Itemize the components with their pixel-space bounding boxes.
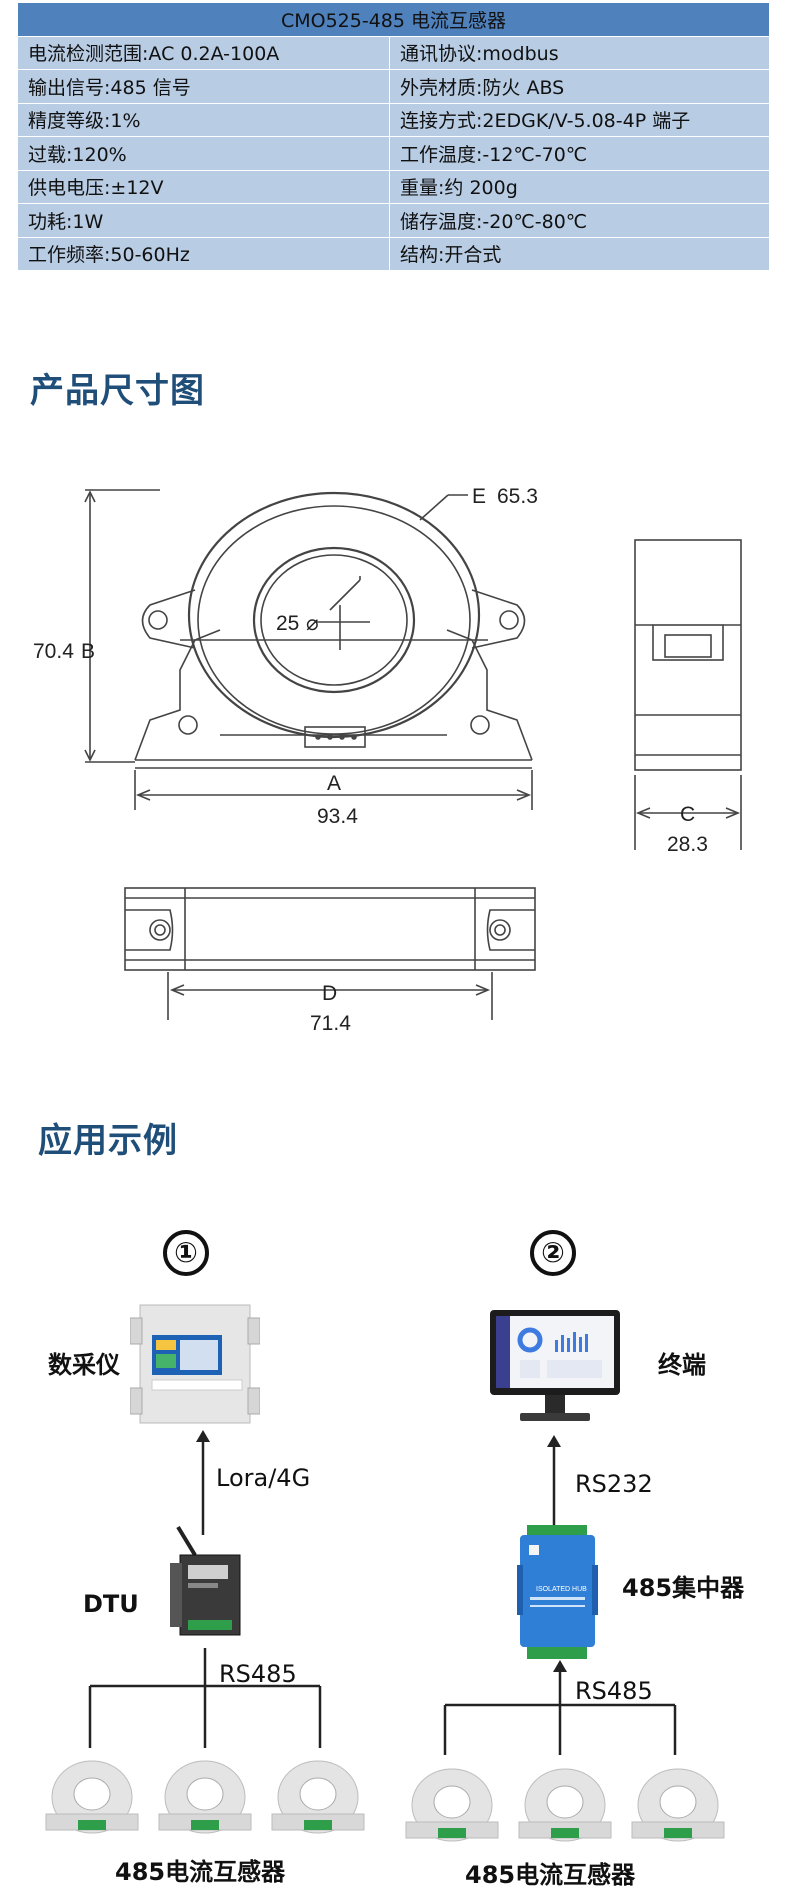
monitor-device bbox=[490, 1310, 620, 1421]
arrow-up-icon bbox=[547, 1435, 561, 1535]
spec-table: CMO525-485 电流互感器 电流检测范围:AC 0.2A-100A 通讯协… bbox=[17, 2, 770, 271]
dim-b-letter: B bbox=[81, 640, 95, 663]
link-rs485-label-2: RS485 bbox=[575, 1677, 653, 1705]
example-2-number: ② bbox=[530, 1230, 576, 1276]
dim-b-value: 70.4 bbox=[33, 640, 74, 663]
dim-diameter-value: 25 bbox=[276, 612, 299, 635]
current-sensor-icon bbox=[45, 1760, 139, 1834]
spec-cell: 工作温度:-12℃-70℃ bbox=[389, 136, 770, 171]
spec-cell: 功耗:1W bbox=[17, 203, 390, 238]
spec-cell: 重量:约 200g bbox=[389, 169, 770, 204]
dtu-device bbox=[170, 1525, 241, 1636]
dim-a-value: 93.4 bbox=[317, 805, 358, 828]
spec-row: 功耗:1W 储存温度:-20℃-80℃ bbox=[17, 203, 770, 238]
dim-c-letter: C bbox=[680, 803, 695, 826]
sensors-label-1: 485电流互感器 bbox=[115, 1858, 286, 1886]
spec-row: 电流检测范围:AC 0.2A-100A 通讯协议:modbus bbox=[17, 35, 770, 70]
spec-cell: 精度等级:1% bbox=[17, 102, 390, 137]
spec-row: 精度等级:1% 连接方式:2EDGK/V-5.08-4P 端子 bbox=[17, 102, 770, 137]
spec-row: 供电电压:±12V 重量:约 200g bbox=[17, 169, 770, 204]
spec-cell: 电流检测范围:AC 0.2A-100A bbox=[17, 35, 390, 70]
rs485-bus-2 bbox=[443, 1660, 677, 1755]
front-view-drawing: E 65.3 70.4 B 25 ⌀ A 93.4 bbox=[33, 485, 538, 828]
dim-a-letter: A bbox=[327, 772, 341, 795]
sensors-group-2 bbox=[405, 1768, 725, 1842]
rs485-bus-1 bbox=[88, 1648, 322, 1748]
link-rs485-label-1: RS485 bbox=[219, 1660, 297, 1688]
data-logger-device bbox=[130, 1304, 260, 1424]
dim-e-value: 65.3 bbox=[497, 485, 538, 508]
data-logger-label: 数采仪 bbox=[48, 1351, 120, 1379]
link-rs232-label: RS232 bbox=[575, 1470, 653, 1498]
spec-cell: 结构:开合式 bbox=[389, 236, 770, 271]
spec-row: 工作频率:50-60Hz 结构:开合式 bbox=[17, 236, 770, 271]
hub-label: 485集中器 bbox=[622, 1574, 745, 1602]
dim-d-value: 71.4 bbox=[310, 1012, 351, 1035]
dtu-label: DTU bbox=[83, 1590, 139, 1618]
sensors-label-2: 485电流互感器 bbox=[465, 1861, 636, 1889]
spec-cell: 连接方式:2EDGK/V-5.08-4P 端子 bbox=[389, 102, 770, 137]
example-1-number: ① bbox=[163, 1230, 209, 1276]
terminal-label: 终端 bbox=[658, 1351, 706, 1379]
top-view-drawing: D 71.4 bbox=[124, 887, 536, 1035]
spec-row: 过载:120% 工作温度:-12℃-70℃ bbox=[17, 136, 770, 171]
spec-cell: 工作频率:50-60Hz bbox=[17, 236, 390, 271]
dimension-section-title: 产品尺寸图 bbox=[30, 371, 205, 411]
dim-c-value: 28.3 bbox=[667, 833, 708, 856]
spec-table-title: CMO525-485 电流互感器 bbox=[17, 2, 770, 37]
dim-e-letter: E bbox=[472, 485, 486, 508]
sensors-group-1 bbox=[45, 1760, 365, 1834]
spec-table-header: CMO525-485 电流互感器 bbox=[17, 2, 770, 37]
hub-text: ISOLATED HUB bbox=[536, 1586, 587, 1593]
spec-row: 输出信号:485 信号 外壳材质:防火 ABS bbox=[17, 69, 770, 104]
spec-cell: 过载:120% bbox=[17, 136, 390, 171]
link-lora-label: Lora/4G bbox=[216, 1464, 311, 1492]
side-view-drawing: C 28.3 bbox=[634, 539, 742, 856]
spec-cell: 输出信号:485 信号 bbox=[17, 69, 390, 104]
dim-d-letter: D bbox=[322, 982, 337, 1005]
arrow-up-icon bbox=[196, 1430, 210, 1535]
spec-cell: 供电电压:±12V bbox=[17, 169, 390, 204]
spec-cell: 通讯协议:modbus bbox=[389, 35, 770, 70]
spec-cell: 外壳材质:防火 ABS bbox=[389, 69, 770, 104]
diameter-symbol: ⌀ bbox=[306, 612, 319, 635]
hub-device: ISOLATED HUB bbox=[517, 1525, 598, 1659]
spec-cell: 储存温度:-20℃-80℃ bbox=[389, 203, 770, 238]
application-section-title: 应用示例 bbox=[38, 1121, 178, 1161]
